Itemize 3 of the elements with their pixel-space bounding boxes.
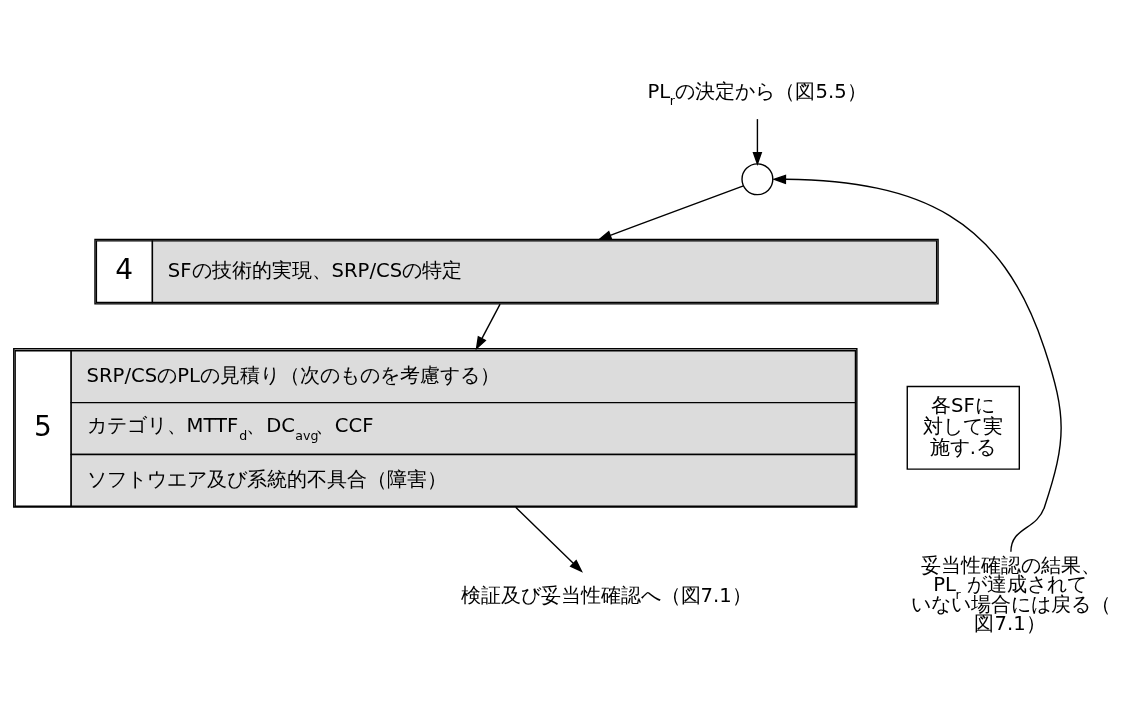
node-text: PL$_{r}$の決定から（図5.5）: [647, 79, 867, 108]
node-text: 検証及び妥当性確認へ（図7.1）: [460, 583, 752, 607]
node-text: 妥当性確認の結果、PL$_{r}$ が達成されていない場合には戻る（図7.1）: [910, 553, 1111, 635]
